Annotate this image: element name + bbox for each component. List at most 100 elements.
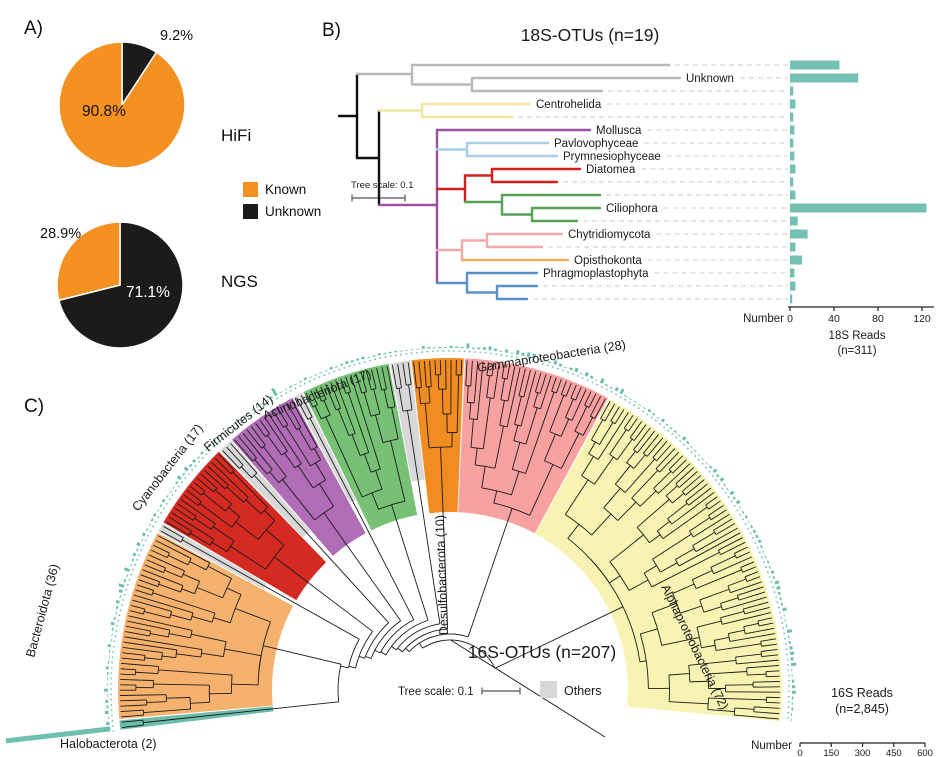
read-bar — [697, 453, 701, 457]
read-bar — [790, 216, 798, 226]
read-bar — [271, 387, 278, 397]
read-bar — [136, 542, 141, 547]
axis-tick-label: 150 — [823, 748, 839, 757]
read-bar — [574, 367, 579, 373]
axis-label-18s: Number — [743, 313, 784, 325]
tree-scale-bar-16s — [481, 687, 521, 695]
pie-charts-panel — [56, 41, 186, 349]
read-bar — [569, 367, 573, 371]
others-label: Others — [564, 684, 602, 698]
pie-ngs-unknown-pct: 71.1% — [126, 284, 170, 301]
read-bar — [604, 383, 609, 387]
read-bar — [790, 86, 794, 96]
read-bar — [110, 621, 115, 626]
read-bar — [350, 360, 354, 363]
pie-HiFi — [58, 41, 186, 169]
read-bar — [188, 463, 193, 468]
read-bar — [131, 558, 135, 562]
read-bar — [355, 358, 360, 362]
read-bar — [673, 430, 677, 434]
read-bar — [288, 385, 293, 388]
read-bar — [790, 281, 796, 291]
taxon-label: Prymnesiophyceae — [563, 151, 661, 163]
pie-NGS — [56, 221, 184, 349]
read-bar — [599, 378, 605, 384]
read-bar — [719, 477, 725, 482]
axis-tick-label: 80 — [872, 313, 884, 325]
tree-scale-label-18s: Tree scale: 0.1 — [351, 180, 413, 191]
read-bar — [183, 466, 189, 472]
read-bar — [141, 532, 146, 537]
clade-wedge-cyanobacteria — [163, 451, 327, 601]
legend-label-unknown: Unknown — [265, 204, 322, 219]
read-bar — [790, 125, 795, 135]
axis-tick-label: 600 — [917, 748, 933, 757]
reads-caption-18s-1: 18S Reads — [829, 330, 886, 342]
read-bar — [790, 203, 927, 213]
read-bar — [207, 443, 212, 447]
read-bar — [152, 513, 157, 517]
pie-hifi-unknown-pct: 9.2% — [160, 28, 194, 44]
read-bar — [220, 432, 224, 436]
clade-wedge-others — [293, 392, 356, 503]
clade-wedge-gammaproteobacteria — [458, 358, 609, 534]
read-bar — [584, 371, 589, 377]
read-bar — [708, 465, 713, 469]
read-bar — [766, 560, 770, 564]
read-bar — [614, 386, 619, 392]
read-bar — [790, 255, 803, 265]
read-bar — [776, 585, 781, 590]
read-bar — [726, 487, 729, 491]
read-bar — [269, 396, 273, 399]
read-bar — [729, 490, 735, 496]
read-bar — [624, 394, 628, 398]
read-bars-16s — [5, 343, 797, 744]
read-bar — [790, 151, 795, 161]
clade-label-gammaproteobacteria: Gammaproteobacteria (28) — [476, 338, 626, 375]
read-bar — [790, 190, 796, 200]
read-bar — [651, 412, 656, 416]
clade-wedge-others — [390, 360, 425, 482]
read-bar — [118, 589, 123, 594]
taxon-label: Phragmoplastophyta — [543, 268, 649, 280]
taxon-label: Unknown — [686, 73, 734, 85]
read-bar — [619, 388, 625, 395]
axis-tick-label: 0 — [787, 313, 793, 325]
taxon-label: Mollusca — [596, 125, 642, 137]
read-bar — [693, 449, 697, 453]
clade-label-bacteroidota: Bacteroidota (36) — [23, 563, 61, 659]
read-bar — [716, 473, 720, 478]
read-bar — [5, 726, 111, 744]
read-bar — [216, 436, 220, 440]
read-bar — [200, 451, 204, 455]
taxon-label: Chytridiomycota — [568, 229, 651, 241]
read-bar — [705, 461, 708, 465]
pie-ngs-known-pct: 28.9% — [40, 226, 82, 242]
legend-swatch-unknown — [243, 204, 258, 219]
read-bar — [772, 575, 776, 580]
clade-wedge-firmicutes — [231, 397, 366, 556]
read-bar — [176, 475, 182, 481]
panel-c-title: 16S-OTUs (n=207) — [468, 642, 616, 662]
axis-tick-label: 0 — [797, 748, 802, 757]
read-bar — [677, 434, 681, 437]
read-bar — [303, 377, 308, 381]
read-bar — [782, 607, 787, 612]
read-bar — [191, 458, 197, 464]
axis-tick-label: 450 — [886, 748, 902, 757]
read-bar — [774, 580, 780, 585]
clade-wedge-actinobacteriota — [303, 363, 418, 531]
read-bar — [669, 426, 673, 430]
18s-tree-panel: 18S-OTUs (n=19) Tree scale: 0.1 Number 1… — [337, 25, 934, 357]
clade-label-desulfobacterota: Desulfobacterota (10) — [433, 515, 451, 636]
taxon-label: Opisthokonta — [574, 255, 642, 267]
read-bar — [532, 353, 537, 359]
read-bar — [777, 591, 781, 596]
read-bar — [175, 481, 179, 485]
read-bar — [212, 440, 216, 444]
read-bar — [165, 494, 169, 499]
taxon-label: Centrohelida — [536, 99, 602, 111]
read-bar — [115, 599, 120, 604]
read-bar — [136, 548, 139, 552]
